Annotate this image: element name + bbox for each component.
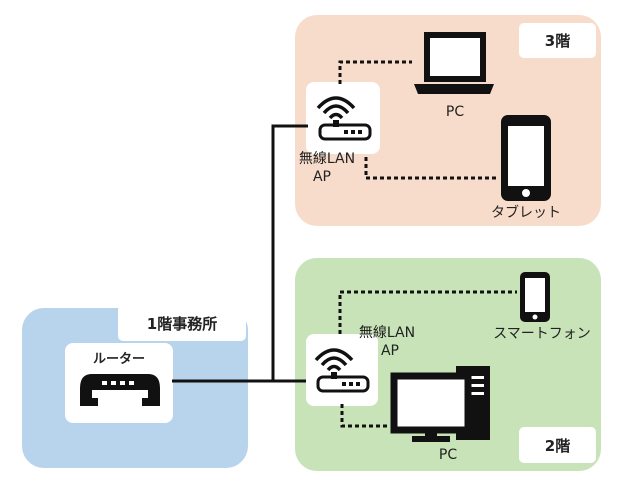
smartphone-label: スマートフォン: [493, 326, 591, 342]
floor2-ap-label-1: 無線LAN: [358, 325, 416, 341]
desktop-pc-icon: [390, 366, 490, 442]
router-label: ルーター: [92, 352, 145, 367]
tablet-label: タブレット: [491, 205, 561, 221]
floor3-ap-label-1: 無線LAN: [298, 151, 356, 167]
floor2-title: 2階: [519, 427, 596, 463]
wireless-ap-icon: [314, 348, 370, 393]
floor1-title: 1階事務所: [118, 305, 246, 341]
floor3-ap-label-2: AP: [312, 169, 332, 185]
floor3-ap-card: [306, 82, 380, 154]
wireless-ap-icon: [316, 96, 372, 141]
floor2-ap-card: [306, 334, 378, 406]
smartphone-icon: [520, 272, 550, 322]
laptop-icon: [414, 32, 494, 94]
floor3-pc-label: PC: [445, 104, 465, 120]
floor3-title: 3階: [519, 23, 596, 58]
floor2-pc-label: PC: [438, 447, 458, 463]
tablet-icon: [501, 115, 551, 201]
floor2-ap-label-2: AP: [380, 343, 400, 359]
router-icon: [80, 374, 160, 406]
